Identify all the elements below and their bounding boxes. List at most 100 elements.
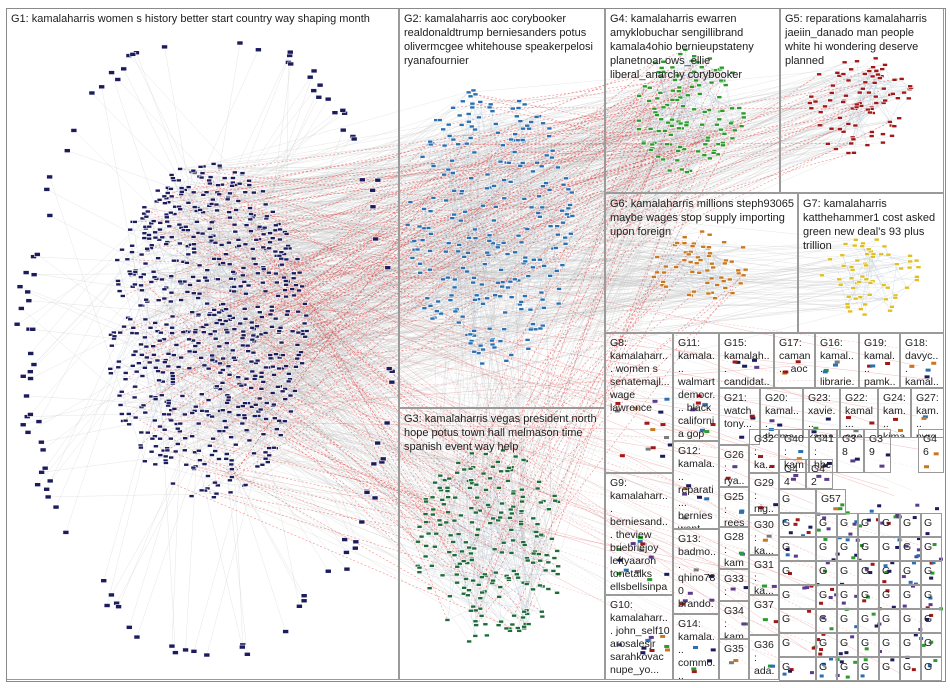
tiny-group-label: G	[924, 661, 933, 673]
graph-edge	[652, 122, 669, 145]
tiny-group-label: G	[861, 661, 870, 673]
graph-edge	[694, 71, 744, 118]
tiny-group-label: G	[903, 565, 912, 577]
graph-edge	[27, 278, 294, 433]
tiny-group-cell: G	[779, 609, 816, 633]
graph-edge	[423, 144, 431, 229]
tiny-group-cell: G	[837, 609, 858, 633]
graph-edge	[27, 413, 122, 417]
graph-edge	[293, 123, 496, 279]
graph-edge	[657, 256, 722, 278]
graph-edge	[419, 554, 455, 568]
tiny-group-cell: G	[900, 561, 921, 585]
graph-edge	[30, 285, 142, 415]
graph-edge	[154, 276, 484, 350]
graph-edge	[495, 123, 515, 153]
graph-edge	[442, 129, 534, 268]
graph-edge	[113, 281, 152, 333]
graph-edge	[508, 467, 527, 585]
graph-edge	[874, 82, 912, 89]
graph-edge	[843, 255, 911, 267]
tiny-group-cell: G	[816, 657, 837, 681]
graph-edge	[830, 100, 872, 110]
graph-edge	[669, 124, 718, 171]
group-box-g46: G46	[918, 429, 944, 473]
graph-edge	[419, 571, 458, 583]
graph-edge	[468, 113, 540, 117]
tiny-group-label: G	[861, 565, 870, 577]
graph-edge	[430, 179, 505, 306]
graph-edge	[250, 137, 471, 215]
graph-edge	[535, 226, 551, 330]
graph-edge	[186, 241, 413, 264]
graph-edge	[819, 62, 845, 75]
tiny-group-cell: G	[858, 609, 879, 633]
graph-edge	[245, 110, 343, 193]
graph-edge	[889, 264, 898, 311]
graph-edge	[677, 69, 720, 76]
graph-edge	[853, 260, 917, 289]
graph-edge	[164, 218, 453, 430]
graph-edge	[687, 95, 735, 131]
group-box-g34: G34: kam...	[719, 601, 749, 639]
graph-edge	[419, 567, 501, 588]
tiny-group-cell: G	[858, 561, 879, 585]
graph-edge	[167, 182, 547, 243]
graph-edge	[246, 108, 513, 431]
graph-edge	[48, 493, 217, 498]
graph-edge	[228, 242, 363, 523]
graph-edge	[721, 67, 736, 131]
group-box-g12: G12: kamala... reparati... bernies want …	[673, 441, 719, 529]
graph-edge	[129, 309, 227, 628]
graph-edge	[473, 162, 523, 278]
group-box-g13: G13: badmo... qhino780 brando... dawntj9…	[673, 529, 719, 614]
graph-edge	[180, 267, 533, 424]
group-label-g7: G7: kamalaharris katthehammer1 cost aske…	[803, 198, 936, 252]
graph-edge	[65, 221, 168, 533]
graph-edge	[155, 253, 508, 447]
graph-edge	[493, 501, 559, 519]
graph-edge	[55, 327, 134, 508]
graph-edge	[289, 379, 499, 626]
tiny-group-label: G	[782, 565, 791, 577]
graph-edge	[660, 92, 687, 123]
graph-edge	[186, 218, 453, 465]
graph-edge	[470, 480, 527, 611]
graph-edge	[195, 228, 528, 331]
graph-edge	[120, 307, 544, 406]
graph-edge	[176, 214, 455, 261]
graph-edge	[658, 72, 688, 173]
network-graph-canvas	[13, 40, 943, 679]
graph-edge	[519, 263, 524, 305]
group-label-g16: G16: kamal... librarie...	[820, 337, 855, 388]
graph-edge	[870, 251, 908, 288]
group-box-g8: G8: kamalaharr... women s senatemajl... …	[605, 333, 673, 473]
graph-edge	[468, 92, 541, 217]
graph-edge	[835, 88, 864, 150]
group-label-g28: G28: kam... ivan...	[724, 531, 744, 569]
graph-edge	[489, 240, 521, 305]
group-label-g57: G57	[821, 493, 841, 505]
graph-edge	[229, 100, 520, 194]
graph-edge	[281, 173, 453, 369]
group-box-g5: G5: reparations kamalaharris jaeiin_dana…	[780, 9, 944, 193]
graph-edge	[852, 108, 868, 146]
graph-edge	[170, 438, 477, 626]
group-label-g9: G9: kamalaharr... berniesand... theview …	[610, 477, 668, 593]
graph-edge	[466, 178, 472, 272]
graph-edge	[677, 75, 744, 118]
graph-edge	[221, 184, 532, 208]
graph-edge	[842, 101, 856, 126]
graph-edge	[840, 268, 902, 285]
tiny-group-cell: G	[921, 513, 942, 537]
group-box-g16: G16: kamal... librarie...	[815, 333, 859, 388]
tiny-group-cell: G	[816, 513, 837, 537]
graph-edge	[46, 189, 235, 288]
graph-edge	[440, 467, 510, 491]
graph-edge	[472, 105, 551, 227]
graph-edge	[442, 529, 512, 576]
graph-edge	[461, 500, 556, 552]
graph-edge	[238, 104, 491, 202]
graph-edge	[412, 241, 554, 249]
graph-edge	[253, 242, 449, 336]
